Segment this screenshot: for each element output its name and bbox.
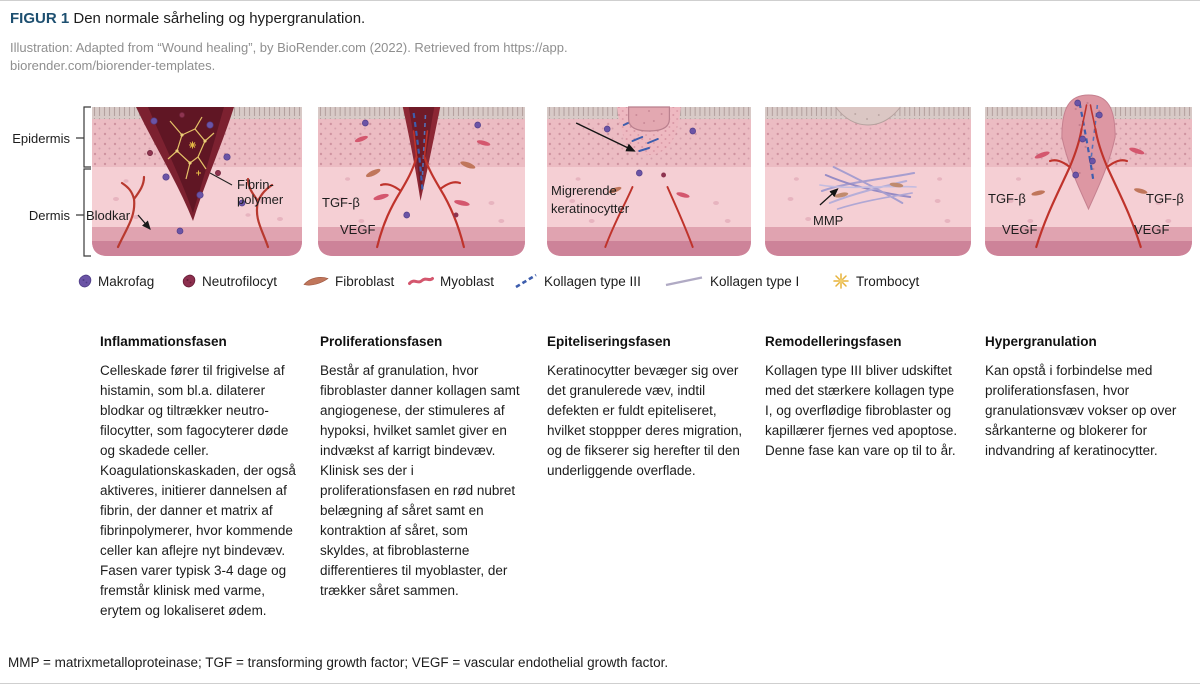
label-vegf-p5-right: VEGF — [1134, 222, 1170, 237]
remodeling-illustration — [765, 106, 971, 256]
figure-title: Den normale sårheling og hypergranulatio… — [73, 10, 366, 27]
legend-label: Trombocyt — [856, 273, 920, 289]
phase-body: Kollagen type III bliver udskiftet med d… — [765, 363, 958, 458]
phase-title: Remodelleringsfasen — [765, 334, 902, 349]
myoblast-icon — [408, 277, 434, 285]
label-tgf-beta-p2: TGF-β — [322, 195, 360, 210]
figure-heading: FIGUR 1 Den normale sårheling og hypergr… — [10, 10, 365, 27]
phase-body: Består af granulation, hvor fibroblaster… — [320, 363, 520, 598]
legend-item-kollagen-i: Kollagen type I — [664, 272, 799, 290]
label-tgf-beta-p5-right: TGF-β — [1146, 191, 1184, 206]
legend-label: Kollagen type I — [710, 273, 800, 289]
phase-column-inflammation: Inflammationsfasen Celleskade fører til … — [100, 332, 305, 621]
legend-item-trombocyt: Trombocyt — [832, 272, 919, 290]
phase-column-proliferation: Proliferationsfasen Består af granulatio… — [320, 332, 520, 601]
legend-item-makrofag: Makrofag — [78, 272, 154, 290]
label-migrerende-line2: keratinocytter — [551, 201, 630, 216]
label-mmp: MMP — [813, 213, 844, 228]
legend-item-neutrofilocyt: Neutrofilocyt — [182, 272, 277, 290]
layer-brackets — [76, 106, 91, 257]
makrofag-icon — [78, 274, 92, 288]
label-vegf-p5-left: VEGF — [1002, 222, 1038, 237]
abbreviation-footnote: MMP = matrixmetalloproteinase; TGF = tra… — [8, 655, 669, 670]
label-epidermis: Epidermis — [12, 131, 70, 146]
phase-body: Celleskade fører til frigivelse af hista… — [100, 363, 296, 618]
label-migrerende-line1: Migrerende — [551, 183, 617, 198]
panel-hypergranulation — [985, 81, 1192, 258]
legend-item-myoblast: Myoblast — [408, 272, 494, 290]
trombocyt-icon — [833, 273, 849, 289]
kollagen-type-i-icon — [665, 276, 703, 287]
label-migrerende-keratinocytter: Migrerende keratinocytter — [551, 182, 629, 218]
label-vegf-p2: VEGF — [340, 222, 376, 237]
legend-label: Neutrofilocyt — [202, 273, 278, 289]
credit-line-1: Illustration: Adapted from “Wound healin… — [10, 40, 568, 55]
hypergranulation-illustration — [985, 94, 1192, 256]
kollagen-type-iii-icon — [515, 273, 537, 289]
phase-column-hypergranulation: Hypergranulation Kan opstå i forbindelse… — [985, 332, 1195, 461]
legend-label: Fibroblast — [335, 273, 395, 289]
proliferation-illustration — [318, 107, 525, 256]
phase-title: Proliferationsfasen — [320, 334, 443, 349]
fibroblast-icon — [303, 277, 329, 286]
label-fibrin-line2: polymer — [237, 192, 284, 207]
panel-remodeling — [765, 81, 971, 258]
legend-item-fibroblast: Fibroblast — [303, 272, 394, 290]
panel-epithelialization — [547, 81, 751, 258]
inflammation-illustration — [92, 107, 302, 256]
phase-title: Inflammationsfasen — [100, 334, 227, 349]
phase-title: Hypergranulation — [985, 334, 1097, 349]
legend-item-kollagen-iii: Kollagen type III — [514, 272, 641, 290]
label-fibrin-polymer: Fibrin- polymer — [237, 177, 283, 207]
neutrofilocyt-icon — [182, 274, 196, 288]
legend-label: Myoblast — [440, 273, 495, 289]
label-tgf-beta-p5-left: TGF-β — [988, 191, 1026, 206]
phase-title: Epiteliseringsfasen — [547, 334, 671, 349]
label-fibrin-line1: Fibrin- — [237, 177, 274, 192]
label-dermis: Dermis — [28, 208, 70, 223]
panel-proliferation — [318, 81, 525, 258]
phase-body: Kan opstå i forbindelse med proliferatio… — [985, 363, 1177, 458]
label-blodkar: Blodkar — [86, 208, 131, 223]
credit-line-2: biorender.com/biorender-templates. — [10, 58, 216, 73]
phase-column-remodeling: Remodelleringsfasen Kollagen type III bl… — [765, 332, 961, 461]
legend-label: Makrofag — [98, 273, 155, 289]
phase-body: Keratinocytter bevæger sig over det gran… — [547, 363, 743, 478]
figure-credit: Illustration: Adapted from “Wound healin… — [10, 39, 568, 75]
phase-column-epithelialization: Epiteliseringsfasen Keratinocytter bevæg… — [547, 332, 752, 481]
figure-number: FIGUR 1 — [10, 10, 70, 27]
panel-inflammation — [92, 81, 302, 258]
epithelialization-illustration — [547, 106, 751, 256]
legend-label: Kollagen type III — [544, 273, 641, 289]
